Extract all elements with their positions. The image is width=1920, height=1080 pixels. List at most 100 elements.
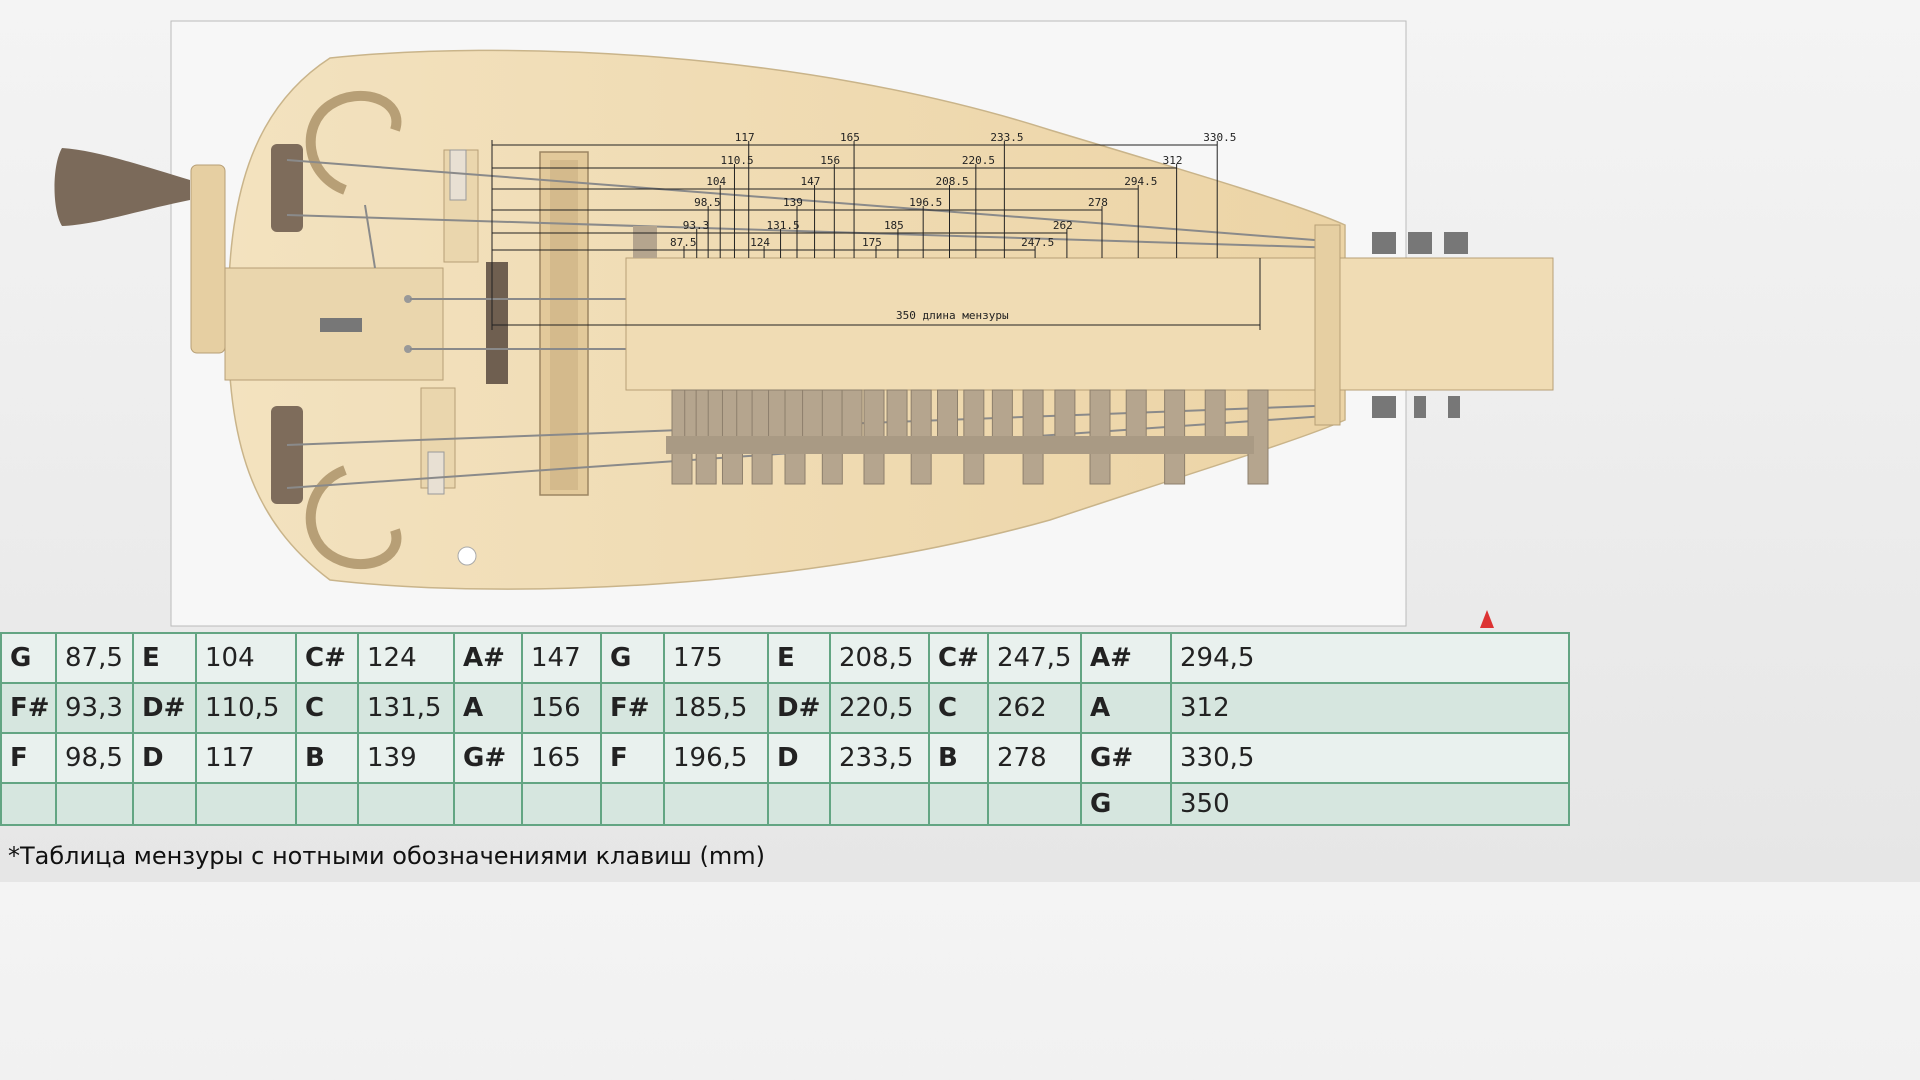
length-cell: 262 (987, 682, 1082, 734)
note-cell: G# (1080, 732, 1172, 784)
length-cell: 185,5 (663, 682, 769, 734)
dimension-label: 93.3 (683, 219, 710, 232)
key (841, 389, 863, 441)
key (886, 389, 908, 441)
dimension-label: 110.5 (720, 154, 753, 167)
dimension-label: 233.5 (990, 131, 1023, 144)
dimension-label: 104 (706, 175, 726, 188)
note-cell (767, 782, 831, 826)
length-cell (357, 782, 455, 826)
hurdy-gurdy-drawing: 117 165 233.5 330.5 110.5 156 220.5 312 104 147 20… (0, 0, 1568, 632)
length-cell: 278 (987, 732, 1082, 784)
dimension-label: 220.5 (962, 154, 995, 167)
length-cell: 165 (521, 732, 602, 784)
note-cell: F (0, 732, 57, 784)
note-cell: D# (767, 682, 831, 734)
length-cell: 104 (195, 632, 297, 684)
length-cell: 110,5 (195, 682, 297, 734)
note-cell: A (1080, 682, 1172, 734)
length-cell: 117 (195, 732, 297, 784)
dimension-label: 247.5 (1021, 236, 1054, 249)
note-cell (600, 782, 665, 826)
note-cell: G (600, 632, 665, 684)
note-cell: F# (600, 682, 665, 734)
note-cell: G# (453, 732, 523, 784)
sound-hole-top (305, 91, 402, 195)
keybox (625, 257, 1331, 391)
note-cell: A# (453, 632, 523, 684)
length-cell: 147 (521, 632, 602, 684)
length-cell: 124 (357, 632, 455, 684)
note-cell: C (295, 682, 359, 734)
note-cell: E (767, 632, 831, 684)
key (1204, 389, 1226, 441)
length-cell: 294,5 (1170, 632, 1570, 684)
length-cell: 131,5 (357, 682, 455, 734)
dimension-label: 312 (1163, 154, 1183, 167)
length-cell (195, 782, 297, 826)
length-cell (829, 782, 930, 826)
note-cell: C# (295, 632, 359, 684)
dimension-label: 294.5 (1124, 175, 1157, 188)
note-cell: C (928, 682, 989, 734)
note-cell: G (1080, 782, 1172, 826)
length-cell: 98,5 (55, 732, 134, 784)
dimension-label: 330.5 (1203, 131, 1236, 144)
key (802, 389, 824, 441)
dimension-label: 139 (783, 196, 803, 209)
length-cell: 175 (663, 632, 769, 684)
note-cell (295, 782, 359, 826)
dimension-label: 175 (862, 236, 882, 249)
note-cell (132, 782, 197, 826)
note-cell: A (453, 682, 523, 734)
dimension-label: 165 (840, 131, 860, 144)
sound-hole-bottom (305, 465, 402, 569)
length-cell: 247,5 (987, 632, 1082, 684)
dimension-label: 147 (801, 175, 821, 188)
note-cell: D (767, 732, 831, 784)
length-cell: 233,5 (829, 732, 930, 784)
length-cell: 156 (521, 682, 602, 734)
note-cell: E (132, 632, 197, 684)
length-cell: 208,5 (829, 632, 930, 684)
length-cell: 87,5 (55, 632, 134, 684)
key (1125, 389, 1147, 441)
length-cell: 350 (1170, 782, 1570, 826)
note-cell: B (928, 732, 989, 784)
length-cell: 312 (1170, 682, 1570, 734)
length-cell (987, 782, 1082, 826)
key (1054, 389, 1076, 441)
note-cell: F# (0, 682, 57, 734)
note-cell: G (0, 632, 57, 684)
scale-length-label: 350 длина мензуры (896, 309, 1009, 322)
key-row (666, 389, 1269, 485)
note-cell: A# (1080, 632, 1172, 684)
dimension-label: 208.5 (936, 175, 969, 188)
note-cell: C# (928, 632, 989, 684)
dimension-lines: 117 165 233.5 330.5 110.5 156 220.5 312 104 147 20… (491, 131, 1236, 330)
dimension-label: 196.5 (909, 196, 942, 209)
length-cell (55, 782, 134, 826)
dimension-label: 156 (820, 154, 840, 167)
dimension-label: 87.5 (670, 236, 697, 249)
length-cell (521, 782, 602, 826)
key-heads (666, 436, 1254, 454)
table-caption: *Таблица мензуры с нотными обозначениями… (8, 842, 765, 870)
dimension-label: 131.5 (767, 219, 800, 232)
note-cell: D (132, 732, 197, 784)
dimension-label: 185 (884, 219, 904, 232)
dimension-label: 278 (1088, 196, 1108, 209)
dimension-label: 117 (735, 131, 755, 144)
length-cell: 220,5 (829, 682, 930, 734)
length-cell: 196,5 (663, 732, 769, 784)
crank-handle (54, 148, 190, 226)
note-cell: F (600, 732, 665, 784)
length-cell: 330,5 (1170, 732, 1570, 784)
key (937, 389, 959, 441)
length-cell: 93,3 (55, 682, 134, 734)
